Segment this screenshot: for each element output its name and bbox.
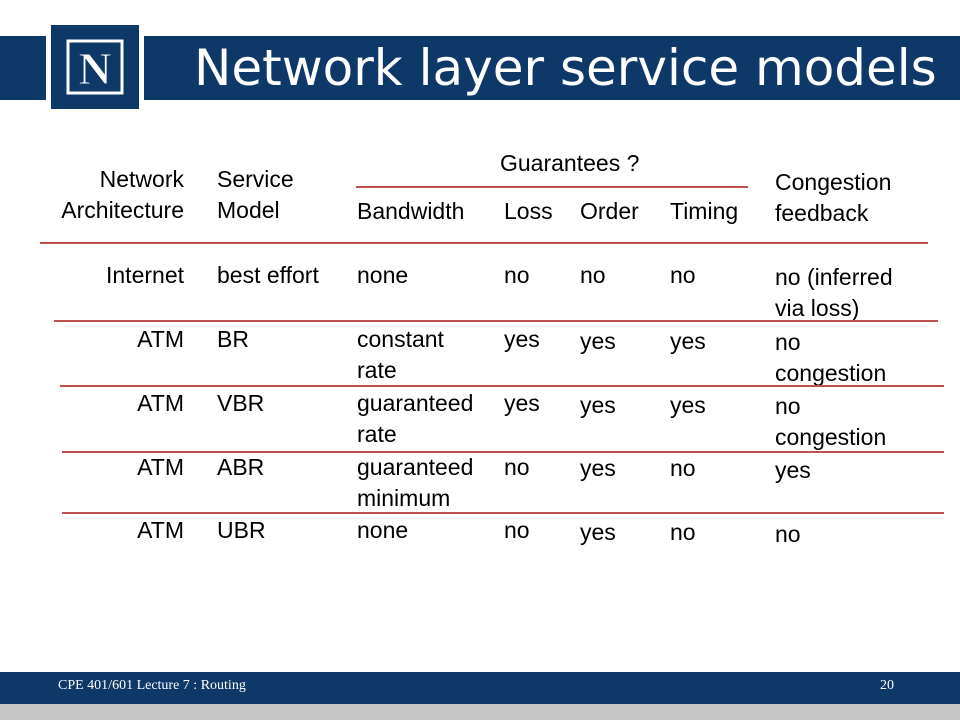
header-architecture: Architecture (61, 197, 184, 223)
row-rule (62, 451, 944, 453)
row-model: best effort (217, 262, 319, 288)
row-model: ABR (217, 454, 265, 480)
row-loss: yes (504, 326, 540, 352)
header-loss: Loss (504, 198, 553, 224)
row-arch: Internet (106, 262, 184, 288)
row-bandwidth-2: minimum (357, 485, 451, 511)
footer-course: CPE 401/601 Lecture 7 : Routing (58, 678, 246, 693)
header-order: Order (580, 198, 639, 224)
row-congestion-2: congestion (775, 424, 887, 450)
row-arch: ATM (137, 454, 184, 480)
row-congestion: no (775, 393, 801, 419)
row-loss: no (504, 517, 530, 543)
row-congestion: no (775, 329, 801, 355)
row-loss: yes (504, 390, 540, 416)
row-bandwidth-2: rate (357, 421, 397, 447)
header-network: Network (99, 166, 184, 192)
row-timing: yes (670, 392, 706, 418)
bottom-strip (0, 704, 960, 720)
row-rule (54, 320, 938, 322)
row-congestion-2: congestion (775, 360, 887, 386)
footer-bar (0, 672, 960, 704)
header-bandwidth: Bandwidth (357, 198, 465, 224)
header-rule (40, 242, 928, 244)
header-timing: Timing (670, 198, 739, 224)
logo-n-icon: N (51, 25, 139, 109)
row-model: BR (217, 326, 249, 352)
header-model: Model (217, 197, 280, 223)
row-timing: no (670, 262, 696, 288)
row-arch: ATM (137, 326, 184, 352)
row-bandwidth: guaranteed (357, 454, 474, 480)
row-timing: no (670, 455, 696, 481)
row-order: yes (580, 392, 616, 418)
row-bandwidth-2: rate (357, 357, 397, 383)
row-loss: no (504, 262, 530, 288)
row-bandwidth: none (357, 262, 409, 288)
row-congestion-2: via loss) (775, 295, 860, 321)
row-order: no (580, 262, 606, 288)
guarantees-rule (356, 186, 748, 188)
row-congestion: no (inferred (775, 264, 893, 290)
row-timing: yes (670, 328, 706, 354)
row-arch: ATM (137, 517, 184, 543)
row-bandwidth: constant (357, 326, 444, 352)
row-bandwidth: guaranteed (357, 390, 474, 416)
row-rule (60, 385, 944, 387)
row-order: yes (580, 328, 616, 354)
row-arch: ATM (137, 390, 184, 416)
row-congestion: no (775, 521, 801, 547)
row-model: VBR (217, 390, 265, 416)
page-number: 20 (880, 678, 894, 693)
guarantees-label: Guarantees ? (500, 150, 640, 176)
header-service: Service (217, 166, 294, 192)
row-congestion: yes (775, 457, 811, 483)
header-congestion: Congestion (775, 169, 892, 195)
row-order: yes (580, 519, 616, 545)
slide-title: Network layer service models (194, 39, 937, 97)
university-logo: N (46, 20, 144, 114)
row-timing: no (670, 519, 696, 545)
row-model: UBR (217, 517, 266, 543)
row-loss: no (504, 454, 530, 480)
row-rule (62, 512, 944, 514)
row-bandwidth: none (357, 517, 409, 543)
svg-text:N: N (78, 43, 111, 94)
title-bar (0, 36, 960, 100)
header-feedback: feedback (775, 200, 869, 226)
row-order: yes (580, 455, 616, 481)
